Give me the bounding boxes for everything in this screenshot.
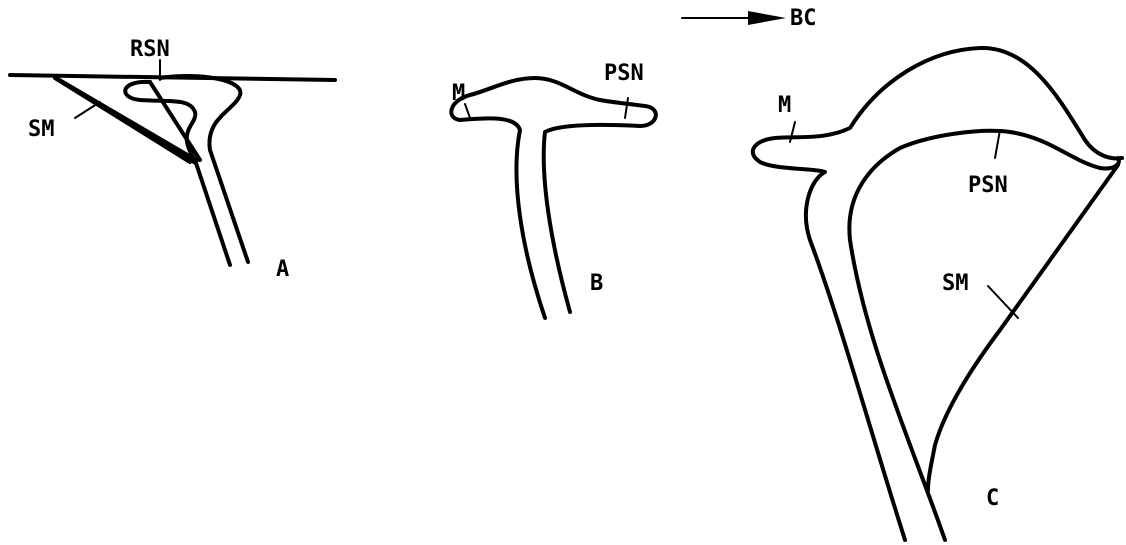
panel-a-sm-leader bbox=[75, 102, 100, 118]
panel-b-outline-left bbox=[451, 78, 600, 318]
panel-c-outer-contour bbox=[753, 48, 1122, 540]
panel-a-letter: A bbox=[276, 257, 289, 282]
panel-a: RSN SM A bbox=[10, 37, 335, 282]
panel-c-sm-leader bbox=[988, 286, 1018, 318]
panel-b-m-label: M bbox=[452, 81, 465, 106]
direction-arrowhead bbox=[748, 11, 786, 25]
panel-b-psn-label: PSN bbox=[604, 61, 644, 86]
panel-b-letter: B bbox=[590, 271, 603, 296]
panel-b-psn-leader bbox=[625, 98, 628, 118]
direction-indicator: BC bbox=[682, 6, 817, 31]
panel-c: M PSN SM C bbox=[753, 48, 1122, 540]
panel-c-psn-label: PSN bbox=[968, 173, 1008, 198]
panel-a-sm-label: SM bbox=[28, 117, 55, 142]
panel-b-m-leader bbox=[465, 104, 470, 118]
panel-c-m-label: M bbox=[778, 93, 791, 118]
panel-a-notch-loop bbox=[125, 82, 230, 265]
direction-label: BC bbox=[790, 6, 817, 31]
panel-b: M PSN B bbox=[451, 61, 656, 318]
panel-c-muscle-line bbox=[928, 165, 1118, 490]
panel-c-psn-leader bbox=[995, 130, 1000, 158]
panel-a-rsn-label: RSN bbox=[130, 37, 170, 62]
panel-c-letter: C bbox=[986, 486, 999, 511]
panel-a-notch-outer bbox=[160, 76, 248, 262]
panel-c-sm-label: SM bbox=[942, 271, 969, 296]
